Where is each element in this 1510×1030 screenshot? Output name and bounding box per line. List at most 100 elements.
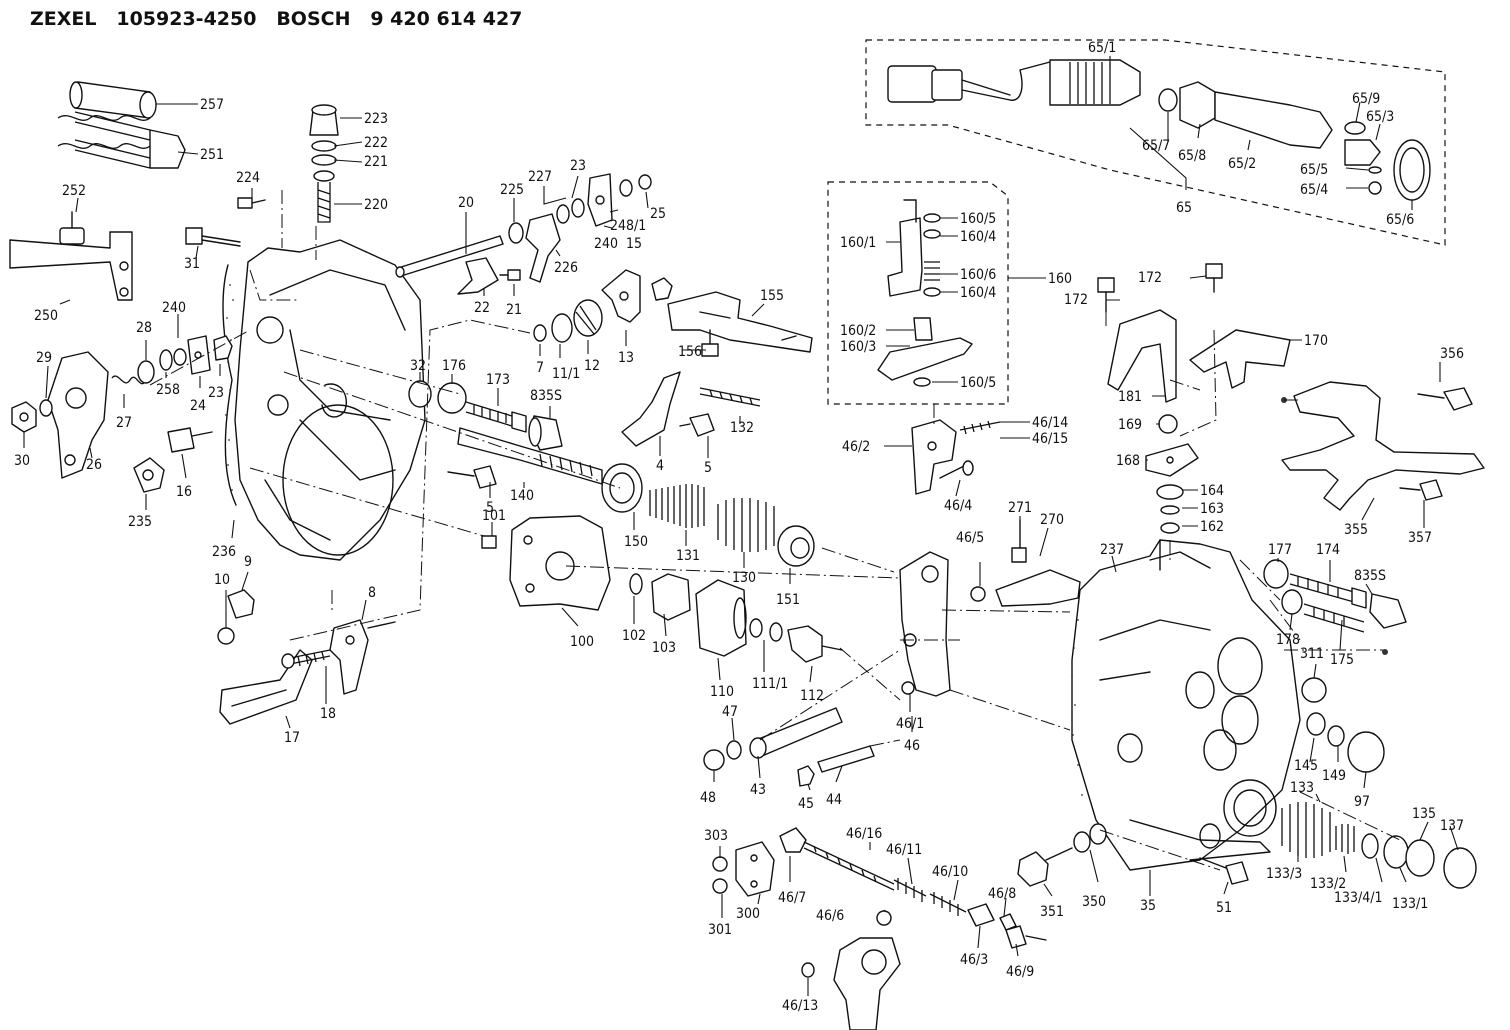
label-22: 22: [474, 300, 490, 316]
label-102: 102: [622, 628, 646, 644]
part-160-4-washer-b: [923, 287, 941, 297]
part-132-spring: [699, 387, 761, 407]
part-46-16-thread: [803, 841, 895, 891]
part-100-cam-plate: [509, 515, 611, 611]
part-133-3-spring: [1281, 802, 1331, 858]
label-149: 149: [1322, 768, 1346, 784]
label-355: 355: [1344, 522, 1368, 538]
part-46-13-nut: [801, 962, 815, 978]
label-130: 130: [732, 570, 756, 586]
label-222: 222: [364, 135, 388, 151]
part-160-5-washer-a: [923, 213, 941, 223]
part-177-nut: [1263, 559, 1289, 589]
label-7: 7: [536, 360, 544, 376]
part-835S-plug-a: [528, 415, 563, 451]
part-65-8-nut: [1179, 81, 1216, 129]
part-226-lever: [525, 213, 561, 283]
label-30: 30: [14, 453, 30, 469]
label-175: 175: [1330, 652, 1354, 668]
label-46-7: 46/7: [778, 890, 806, 906]
part-150-cap: [601, 463, 643, 513]
label-131: 131: [676, 548, 700, 564]
label-226: 226: [554, 260, 578, 276]
label-835S-b: 835S: [1354, 568, 1386, 584]
label-301: 301: [708, 922, 732, 938]
part-23-nut: [213, 335, 233, 361]
label-46-10: 46/10: [932, 864, 968, 880]
part-351-bolt: [1017, 847, 1073, 887]
label-46-5: 46/5: [956, 530, 984, 546]
part-303-nut: [712, 856, 728, 872]
leader-lines: [23, 56, 1459, 996]
part-46-14-spring: [959, 420, 1001, 435]
label-350: 350: [1082, 894, 1106, 910]
label-252: 252: [62, 183, 86, 199]
part-250-lever: [9, 231, 133, 301]
label-150: 150: [624, 534, 648, 550]
part-47-washer: [726, 740, 742, 760]
part-240-ring: [173, 348, 187, 366]
label-44: 44: [826, 792, 842, 808]
part-13-lever: [601, 269, 641, 323]
part-258-washer: [159, 349, 173, 371]
label-65-5: 65/5: [1300, 162, 1328, 178]
label-251: 251: [200, 147, 224, 163]
part-65-connector: [887, 61, 1051, 103]
label-9: 9: [244, 554, 252, 570]
part-65-9-ring: [1344, 121, 1366, 135]
part-16-bolt: [167, 427, 213, 453]
label-25: 25: [650, 206, 666, 222]
part-110-piston: [695, 579, 747, 657]
label-356: 356: [1440, 346, 1464, 362]
label-145: 145: [1294, 758, 1318, 774]
label-177: 177: [1268, 542, 1292, 558]
part-156-screw: [701, 329, 719, 357]
label-110: 110: [710, 684, 734, 700]
part-15-nut: [651, 277, 673, 301]
part-101-plug: [481, 535, 497, 549]
diagram-header: ZEXEL 105923-4250 BOSCH 9 420 614 427: [30, 8, 522, 30]
label-26: 26: [86, 457, 102, 473]
part-137-plug: [1443, 847, 1477, 889]
label-65-1: 65/1: [1088, 40, 1116, 56]
label-133: 133: [1290, 780, 1314, 796]
part-12-spring-collar: [573, 299, 603, 337]
part-301-nut: [712, 878, 728, 894]
part-46-8-nut: [999, 913, 1017, 931]
label-271: 271: [1008, 500, 1032, 516]
part-31-bolt: [185, 227, 241, 247]
part-357-screw: [1399, 479, 1443, 501]
label-17: 17: [284, 730, 300, 746]
label-43: 43: [750, 782, 766, 798]
part-46-7-rod-end: [779, 827, 807, 853]
label-133-3: 133/3: [1266, 866, 1302, 882]
label-103: 103: [652, 640, 676, 656]
label-160-4-b: 160/4: [960, 285, 996, 301]
label-176: 176: [442, 358, 466, 374]
part-11-1-washer: [551, 313, 573, 343]
label-31: 31: [184, 256, 200, 272]
part-355-bracket: [1281, 381, 1485, 511]
part-160-1-lever: [887, 199, 923, 297]
label-155: 155: [760, 288, 784, 304]
label-101: 101: [482, 508, 506, 524]
label-8: 8: [368, 585, 376, 601]
part-149-washer: [1327, 725, 1345, 747]
part-28-bushing: [137, 360, 155, 384]
part-45-nut: [797, 765, 815, 787]
part-labels: 65/1 65/9 65/3 65/7 65/8 65/2 65/5 65/4 …: [14, 40, 1464, 1014]
label-170: 170: [1304, 333, 1328, 349]
label-162: 162: [1200, 519, 1224, 535]
part-160-4-washer-a: [923, 229, 941, 239]
part-22-lever: [457, 257, 499, 295]
part-178-nut: [1281, 589, 1303, 615]
label-835S-a: 835S: [530, 388, 562, 404]
label-258: 258: [156, 382, 180, 398]
label-178: 178: [1276, 632, 1300, 648]
label-21: 21: [506, 302, 522, 318]
bosch-part-number: 9 420 614 427: [370, 8, 523, 30]
label-65: 65: [1176, 200, 1192, 216]
label-140: 140: [510, 488, 534, 504]
label-46-6: 46/6: [816, 908, 844, 924]
